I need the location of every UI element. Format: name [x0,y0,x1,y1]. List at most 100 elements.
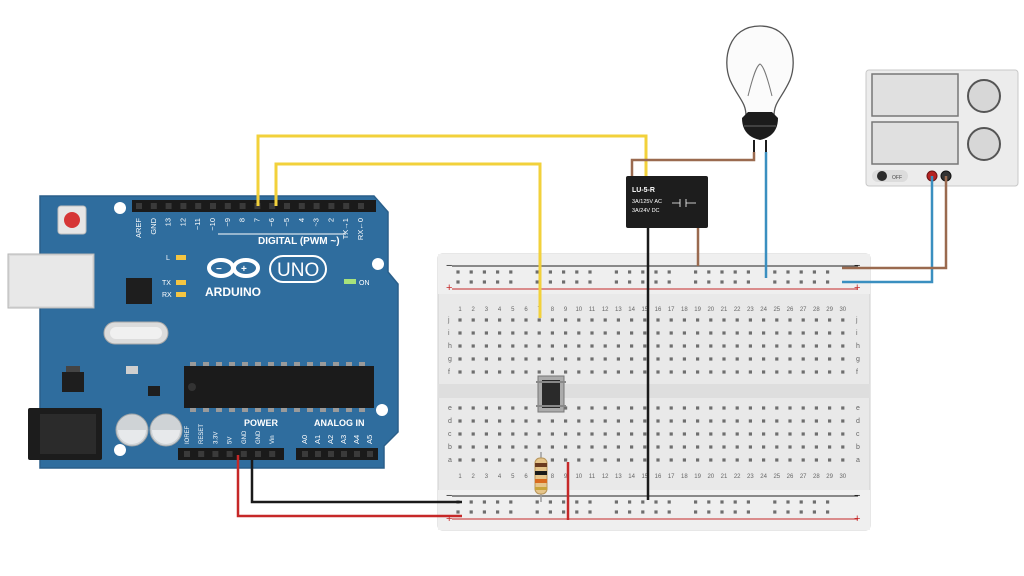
header-socket[interactable] [302,451,308,457]
breadboard-trench [438,384,870,398]
breadboard-hole [484,370,488,374]
breadboard-hole [484,331,488,335]
header-socket[interactable] [343,203,350,209]
rail-hole [509,270,513,274]
header-socket[interactable] [367,451,373,457]
breadboard-hole [748,344,752,348]
rail-hole [707,280,711,284]
rail-hole [826,500,830,504]
voltage-regulator-tab [66,366,80,372]
header-socket[interactable] [240,451,247,457]
column-number-top: 5 [511,307,515,313]
breadboard-hole [722,318,726,322]
breadboard-hole [775,318,779,322]
row-letter-left: a [448,457,452,464]
header-socket[interactable] [315,451,321,457]
reset-button-cap[interactable] [64,212,80,228]
rail-hole [812,280,816,284]
column-number-bottom: 1 [458,474,462,480]
header-socket[interactable] [224,203,231,209]
digital-pin-label: ~6 [267,218,276,227]
rail-hole [773,270,777,274]
rail-hole [826,270,830,274]
header-socket[interactable] [198,451,205,457]
header-socket[interactable] [136,203,142,209]
header-socket[interactable] [255,451,261,457]
header-socket[interactable] [358,203,364,209]
header-socket[interactable] [239,203,246,209]
push-button-cap[interactable] [542,380,560,408]
header-socket[interactable] [226,451,233,457]
header-socket[interactable] [210,203,216,209]
svg-text:−: − [216,264,222,275]
voltage-knob[interactable] [967,79,1001,113]
breadboard-hole [630,331,634,335]
rail-hole [641,270,645,274]
header-socket[interactable] [284,203,290,209]
breadboard-hole [722,331,726,335]
wire-yellow-pin8-relay [256,134,648,206]
breadboard-hole [564,406,568,410]
header-socket[interactable] [328,203,335,209]
column-number-bottom: 11 [589,474,596,480]
mount-hole [114,202,126,214]
column-number-top: 17 [668,307,675,313]
power-switch-toggle[interactable] [877,171,887,181]
push-button[interactable] [536,375,566,413]
header-socket[interactable] [150,203,157,209]
header-socket[interactable] [298,203,305,209]
wire-red-5v-rail [236,455,462,518]
header-socket[interactable] [212,451,219,457]
digital-pin-label: ~11 [193,218,202,230]
header-socket[interactable] [184,451,190,457]
breadboard-hole [814,458,818,462]
header-socket[interactable] [269,203,276,209]
breadboard-hole [577,331,581,335]
header-socket[interactable] [269,451,276,457]
header-socket[interactable] [354,451,360,457]
rail-hole [469,280,473,284]
row-letter-left: j [447,317,450,324]
header-socket[interactable] [195,203,202,209]
header-socket[interactable] [180,203,187,209]
header-socket[interactable] [165,203,172,209]
breadboard-hole [537,357,541,361]
breadboard-hole [643,331,647,335]
breadboard-hole [709,318,713,322]
column-number-bottom: 17 [668,474,675,480]
rail-hole [482,280,486,284]
row-letter-left: d [448,418,452,425]
breadboard-hole [841,432,845,436]
breadboard-hole [682,357,686,361]
resistor-band-1 [535,463,547,467]
rail-hole [628,270,632,274]
breadboard-hole [775,331,779,335]
header-socket[interactable] [341,451,347,457]
column-number-top: 3 [485,307,489,313]
breadboard-hole [590,458,594,462]
chip-pin [216,408,222,412]
breadboard-hole [550,357,554,361]
breadboard-hole [484,458,488,462]
breadboard-hole [643,318,647,322]
header-socket[interactable] [328,451,334,457]
current-knob[interactable] [967,127,1001,161]
breadboard-hole [841,406,845,410]
column-number-top: 11 [589,307,596,313]
breadboard-hole [458,370,462,374]
breadboard-hole [656,357,660,361]
breadboard-hole [524,406,528,410]
breadboard-hole [458,357,462,361]
rail-hole [482,270,486,274]
column-number-top: 24 [760,307,767,313]
rail-hole [799,500,803,504]
row-letter-left: f [448,369,450,376]
breadboard-hole [801,318,805,322]
chip-pin [320,362,326,366]
breadboard-hole [524,445,528,449]
breadboard-hole [498,458,502,462]
column-number-top: 13 [615,307,622,313]
breadboard-hole [590,419,594,423]
header-socket[interactable] [313,203,320,209]
